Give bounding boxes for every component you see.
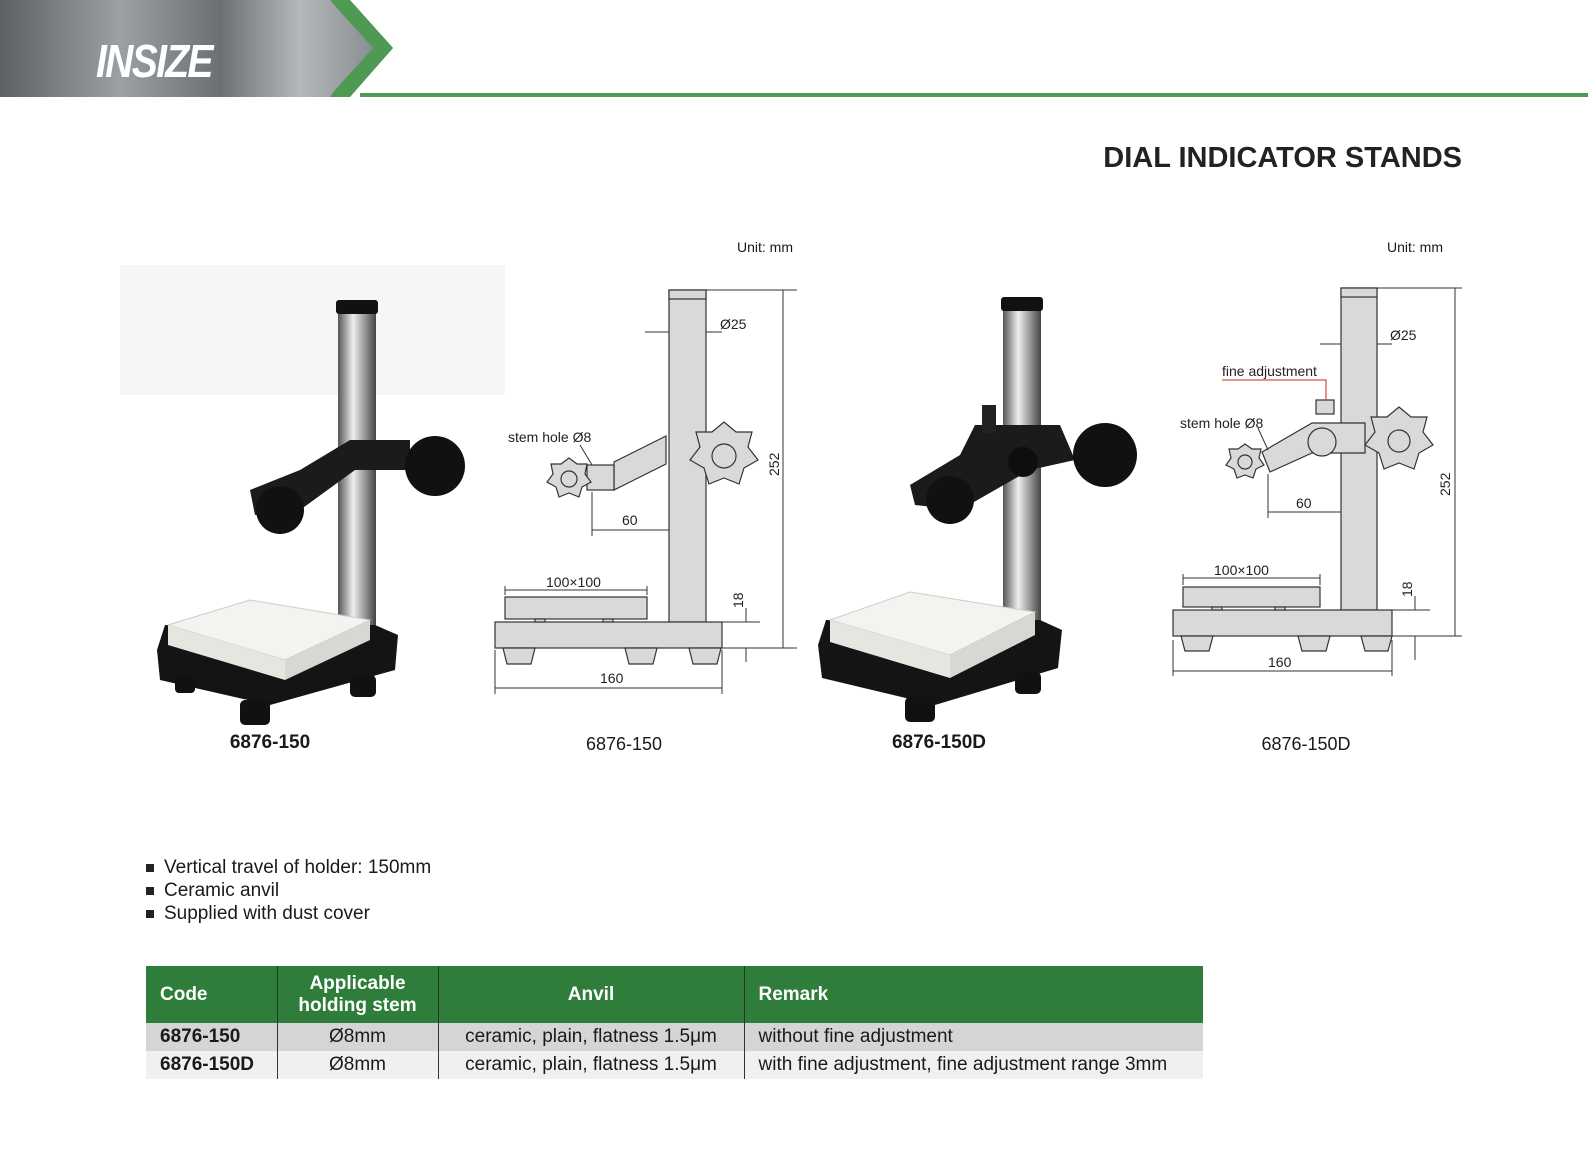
technical-drawing-6876-150 bbox=[494, 289, 797, 694]
svg-text:160: 160 bbox=[1268, 654, 1292, 670]
svg-text:fine adjustment: fine adjustment bbox=[1222, 363, 1317, 379]
cell-anvil: ceramic, plain, flatness 1.5μm bbox=[437, 1023, 744, 1051]
feature-item: Vertical travel of holder: 150mm bbox=[146, 856, 431, 879]
drawing-caption: 6876-150 bbox=[585, 734, 663, 754]
col-header-code: Code bbox=[146, 966, 277, 1023]
col-header-remark: Remark bbox=[743, 966, 1203, 1023]
svg-text:Ø25: Ø25 bbox=[1390, 327, 1417, 343]
cell-anvil: ceramic, plain, flatness 1.5μm bbox=[437, 1051, 744, 1079]
unit-label: Unit: mm bbox=[1387, 239, 1443, 255]
drawing-caption: 6876-150D bbox=[1261, 734, 1351, 754]
svg-text:100×100: 100×100 bbox=[1214, 562, 1269, 578]
feature-item: Ceramic anvil bbox=[146, 879, 431, 902]
col-header-anvil: Anvil bbox=[437, 966, 744, 1023]
cell-code: 6876-150D bbox=[146, 1051, 277, 1079]
svg-text:60: 60 bbox=[1296, 495, 1312, 511]
svg-text:18: 18 bbox=[1399, 581, 1415, 597]
technical-drawing-6876-150D bbox=[1172, 287, 1462, 676]
brand-logo: INSIZE bbox=[96, 35, 214, 87]
cell-stem: Ø8mm bbox=[276, 1051, 438, 1079]
cell-code: 6876-150 bbox=[146, 1023, 277, 1051]
cell-stem: Ø8mm bbox=[276, 1023, 438, 1051]
svg-text:60: 60 bbox=[622, 512, 638, 528]
dimension-labels-6876-150D: Ø25 fine adjustment stem hole Ø8 60 100×… bbox=[1180, 327, 1453, 670]
svg-text:252: 252 bbox=[1437, 472, 1453, 496]
unit-label: Unit: mm bbox=[737, 239, 793, 255]
cell-remark: without fine adjustment bbox=[743, 1023, 1203, 1051]
photo-caption: 6876-150 bbox=[229, 732, 311, 753]
svg-text:stem hole Ø8: stem hole Ø8 bbox=[508, 429, 591, 445]
col-header-stem: Applicable holding stem bbox=[276, 966, 438, 1023]
svg-text:100×100: 100×100 bbox=[546, 574, 601, 590]
feature-list: Vertical travel of holder: 150mm Ceramic… bbox=[146, 856, 431, 925]
table-row: 6876-150D Ø8mm ceramic, plain, flatness … bbox=[146, 1051, 1203, 1079]
table-row: 6876-150 Ø8mm ceramic, plain, flatness 1… bbox=[146, 1023, 1203, 1051]
spec-table: Code Applicable holding stem Anvil Remar… bbox=[146, 966, 1203, 1079]
svg-text:18: 18 bbox=[730, 592, 746, 608]
dimension-labels-6876-150: Ø25 stem hole Ø8 60 100×100 160 252 18 bbox=[508, 316, 782, 686]
svg-text:160: 160 bbox=[600, 670, 624, 686]
photo-caption: 6876-150D bbox=[891, 732, 987, 753]
svg-text:stem hole Ø8: stem hole Ø8 bbox=[1180, 415, 1263, 431]
product-photo-6876-150D bbox=[818, 297, 1137, 722]
header-banner-image bbox=[0, 0, 393, 97]
product-photo-6876-150 bbox=[120, 265, 505, 725]
svg-text:Ø25: Ø25 bbox=[720, 316, 747, 332]
feature-item: Supplied with dust cover bbox=[146, 902, 431, 925]
svg-text:252: 252 bbox=[766, 452, 782, 476]
cell-remark: with fine adjustment, fine adjustment ra… bbox=[743, 1051, 1203, 1079]
header-rule bbox=[360, 93, 1588, 97]
page-title: DIAL INDICATOR STANDS bbox=[1103, 142, 1462, 174]
